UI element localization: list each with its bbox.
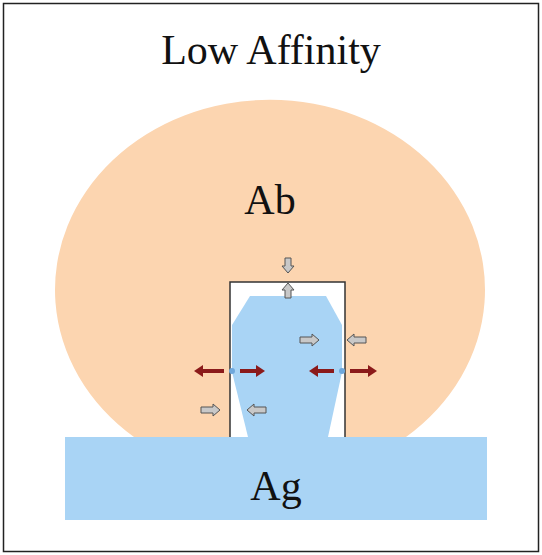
node-text: Ab (244, 177, 295, 223)
red-arrows (194, 365, 377, 377)
grey-arrows (201, 258, 366, 416)
node-text: Ag (250, 463, 301, 509)
binding-pocket (230, 282, 345, 437)
antigen-band (65, 437, 487, 520)
antigen-label: Ag (65, 452, 487, 520)
figure-title: Low Affinity (0, 27, 542, 73)
antibody-shape (55, 100, 485, 437)
frame (4, 4, 539, 552)
antibody-label: Ab (190, 168, 350, 232)
epitope-shape (232, 296, 342, 437)
